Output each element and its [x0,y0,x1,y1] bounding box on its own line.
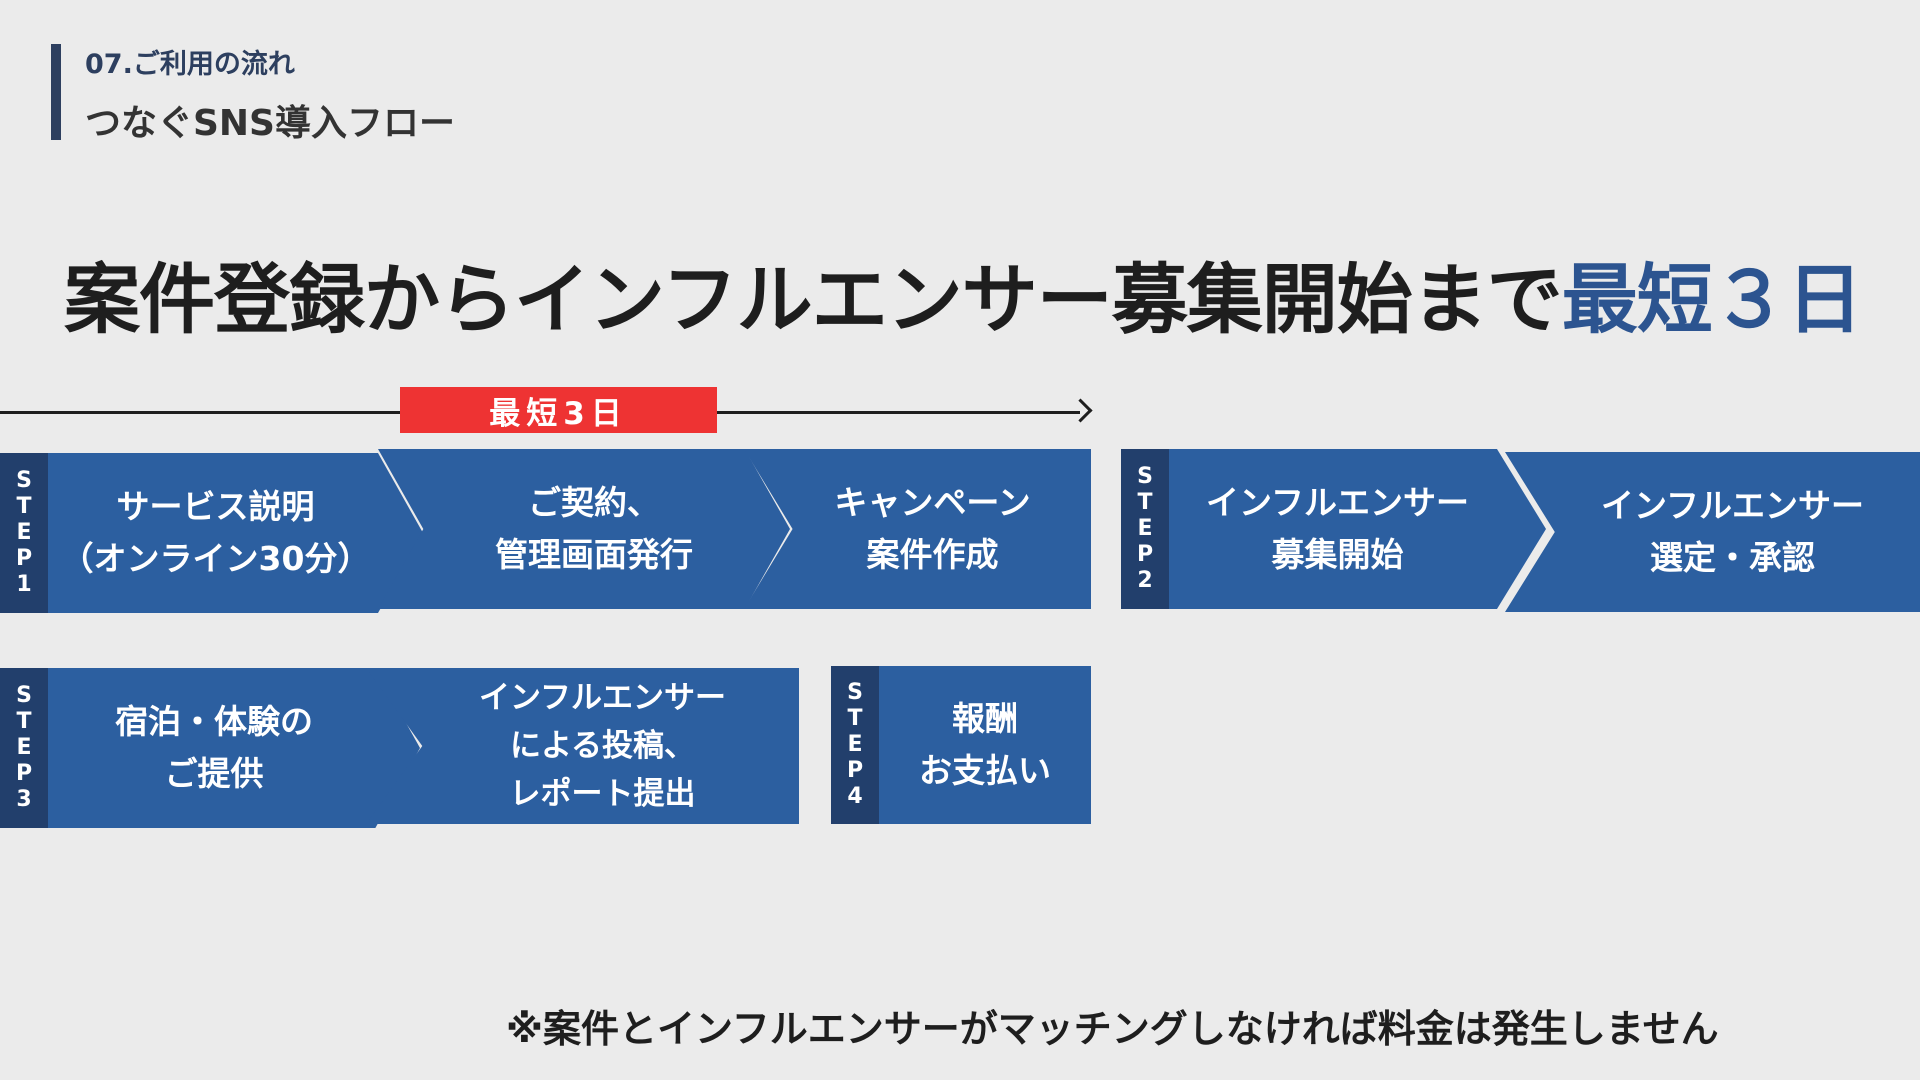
step2-label-char: 2 [1137,568,1153,593]
step-item-line: 選定・承認 [1649,538,1815,577]
step-item-line: インフルエンサー [1600,486,1864,525]
step4-label-char: S [847,680,863,705]
header-accent-bar [51,44,61,140]
arrow-right-icon [1068,398,1093,423]
step-item-line: インフルエンサー [1205,483,1469,522]
step-item-line: レポート提出 [509,776,696,812]
step1-label-char: P [15,546,33,571]
step1-label-char: S [16,468,32,493]
section-label: 07.ご利用の流れ [85,49,295,80]
headline: 案件登録からインフルエンサー募集開始まで最短３日 [64,238,1863,348]
step4-label-char: T [847,706,863,731]
step3-label-char: T [16,709,32,734]
step1-item-campaign: キャンペーン 案件作成 [744,449,1091,609]
step1-item-service-explanation: サービス説明 （オンライン30分） [48,453,423,613]
step-item-line: 管理画面発行 [495,535,693,574]
step-item-line: インフルエンサー [478,680,727,716]
step-item-line: （オンライン30分） [60,539,371,578]
step-item-line: 案件作成 [866,535,999,574]
step4-item-payment: 報酬 お支払い [879,666,1091,824]
step-item-line: キャンペーン [834,483,1031,522]
step4-label-char: P [846,758,864,783]
step2-label: S T E P 2 [1121,449,1169,609]
step1-label-char: 1 [16,572,32,597]
step2-label-char: E [1137,516,1153,541]
step-item-line: ご提供 [164,754,264,793]
step3-label-char: P [15,761,33,786]
step-item-line: サービス説明 [116,487,315,526]
step4-label-char: 4 [847,784,863,809]
step-item-line: 宿泊・体験の [115,702,313,741]
step-item-line: ご契約、 [528,483,660,522]
step2-label-char: S [1137,464,1153,489]
step1-label: S T E P 1 [0,453,48,613]
step2-item-recruit-start: インフルエンサー 募集開始 [1169,449,1546,609]
timeline-badge: 最短3日 [400,387,717,433]
headline-accent: 最短３日 [1561,255,1863,344]
step3-label-char: 3 [16,787,32,812]
step-item-line: による投稿、 [509,728,696,764]
step4-label: S T E P 4 [831,666,879,824]
step1-label-char: T [16,494,32,519]
step3-item-posting-report: インフルエンサー による投稿、 レポート提出 [366,668,799,824]
step2-label-char: P [1136,542,1154,567]
step1-label-char: E [16,520,32,545]
step1-item-contract: ご契約、 管理画面発行 [378,449,790,609]
step-item-line: 報酬 [952,699,1018,738]
step3-label-char: E [16,735,32,760]
step2-item-selection: インフルエンサー 選定・承認 [1505,452,1920,612]
step-item-line: お支払い [919,751,1051,790]
step-item-line: 募集開始 [1271,535,1404,574]
step3-item-stay-experience: 宿泊・体験の ご提供 [48,668,420,828]
step2-label-char: T [1137,490,1153,515]
footnote: ※案件とインフルエンサーがマッチングしなければ料金は発生しません [506,1007,1719,1051]
step3-label: S T E P 3 [0,668,48,828]
step4-label-char: E [847,732,863,757]
headline-main: 案件登録からインフルエンサー募集開始まで [64,255,1563,344]
step3-label-char: S [16,683,32,708]
section-title: つなぐSNS導入フロー [85,103,455,144]
